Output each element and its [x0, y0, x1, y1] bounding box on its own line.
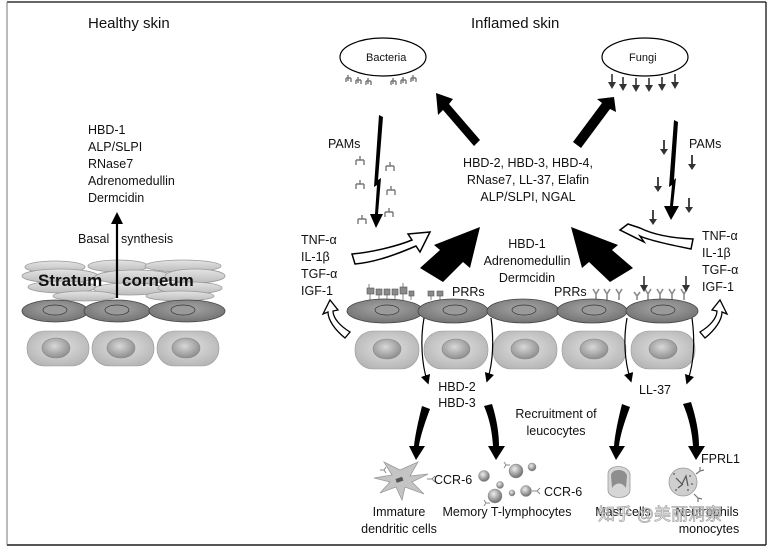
memory-t-lymphocytes-icon: [478, 461, 541, 507]
memory-t-label: Memory T-lymphocytes: [443, 505, 572, 519]
fungi-label: Fungi: [629, 52, 657, 64]
stratum-corneum-cells: [21, 259, 226, 302]
dendritic-cell-icon: [373, 461, 436, 502]
healthy-basal-layer: [26, 330, 220, 367]
prr-bound-pams: [640, 276, 690, 292]
induced-peptides-line: RNase7, LL-37, Elafin: [467, 173, 589, 187]
fungi-pams-lightning-arrow: [664, 120, 679, 220]
pams-label-left: PAMs: [328, 137, 360, 151]
cytokine-hollow-arrow-left: [351, 231, 432, 265]
inflamed-skin-panel: Inflamed skin Bacteria: [301, 15, 740, 536]
ccr6-label-memory: CCR-6: [544, 485, 582, 499]
cytokine-label: TNF-α: [702, 229, 738, 243]
recruitment-label: leucocytes: [526, 424, 585, 438]
prrs-label-right: PRRs: [554, 285, 587, 299]
autocrine-arrow-right: [699, 298, 729, 339]
cytokines-left: TNF-α IL-1β TGF-α IGF-1: [301, 233, 337, 298]
autocrine-arrow-left: [321, 298, 351, 339]
healthy-peptide: Adrenomedullin: [88, 174, 175, 188]
basal-label-left: Basal: [78, 232, 109, 246]
bacteria-label: Bacteria: [366, 52, 407, 64]
figure-frame: [6, 1, 767, 546]
pams-label-right: PAMs: [689, 137, 721, 151]
constitutive-peptides-line: Dermcidin: [499, 271, 555, 285]
arrow-to-memory-t: [484, 404, 505, 460]
monocytes-label: monocytes: [679, 522, 739, 536]
hbd-output-line: HBD-3: [438, 396, 476, 410]
cytokine-label: TGF-α: [702, 263, 738, 277]
bacteria-pam-receptors: [345, 75, 417, 85]
basal-synthesis-arrow: [111, 212, 123, 298]
wedge-arrow-left: [420, 227, 480, 282]
stratum-label-right: corneum: [122, 271, 194, 290]
cytokine-label: IL-1β: [702, 246, 731, 260]
arrow-to-mast: [609, 404, 630, 460]
bacteria-pams-lightning-arrow: [370, 115, 383, 228]
induced-peptides-line: ALP/SLPI, NGAL: [480, 190, 575, 204]
inflamed-granular-layer: [346, 298, 699, 324]
healthy-peptide: RNase7: [88, 157, 133, 171]
bacteria: [339, 37, 427, 85]
constitutive-peptides-line: HBD-1: [508, 237, 546, 251]
ccr6-label-dendritic: CCR-6: [434, 473, 472, 487]
cytokine-label: IL-1β: [301, 250, 330, 264]
arrow-to-dendritic: [409, 406, 430, 460]
neutrophils-label: Neutrophils: [675, 505, 738, 519]
watermark: 知乎 @美丽洞察: [598, 505, 722, 524]
arrow-to-fungi: [573, 97, 616, 148]
recruitment-label: Recruitment of: [515, 407, 597, 421]
bacteria-pam-glyphs: [355, 156, 396, 224]
healthy-granular-layer: [21, 299, 226, 323]
fungi-pam-glyphs: [649, 140, 696, 225]
fprl1-label: FPRL1: [701, 452, 740, 466]
neutrophil-icon: [668, 467, 705, 502]
arrow-to-neutrophils: [683, 402, 705, 460]
ll37-output: LL-37: [639, 383, 671, 397]
dendritic-cells-label: Immature: [373, 505, 426, 519]
healthy-peptide-list: HBD-1 ALP/SLPI RNase7 Adrenomedullin Der…: [88, 123, 175, 205]
prr-receptors-left: [366, 283, 444, 300]
healthy-peptide: ALP/SLPI: [88, 140, 142, 154]
mast-cells-label: Mast cells: [595, 505, 651, 519]
induced-peptides-line: HBD-2, HBD-3, HBD-4,: [463, 156, 593, 170]
healthy-peptide: HBD-1: [88, 123, 126, 137]
healthy-skin-panel: Healthy skin HBD-1 ALP/SLPI RNase7 Adren…: [21, 15, 226, 367]
wedge-arrow-right: [571, 227, 633, 282]
inflamed-skin-title: Inflamed skin: [471, 15, 559, 32]
cytokines-right: TNF-α IL-1β TGF-α IGF-1: [702, 229, 738, 294]
inflamed-basal-layer: [354, 330, 696, 370]
cytokine-label: TNF-α: [301, 233, 337, 247]
dendritic-cells-label: dendritic cells: [361, 522, 437, 536]
cytokine-hollow-arrow-right: [618, 223, 694, 250]
secretion-arrows: [420, 317, 695, 385]
fungi: [601, 37, 689, 92]
healthy-skin-title: Healthy skin: [88, 15, 170, 32]
prr-receptors-right: [592, 288, 688, 300]
constitutive-peptides-line: Adrenomedullin: [484, 254, 571, 268]
fungi-pam-arrows: [608, 74, 679, 92]
basal-label-right: synthesis: [121, 232, 173, 246]
cytokine-label: IGF-1: [702, 280, 734, 294]
hbd-output-line: HBD-2: [438, 380, 476, 394]
stratum-label-left: Stratum: [38, 271, 102, 290]
arrow-to-bacteria: [436, 93, 480, 146]
cytokine-label: TGF-α: [301, 267, 337, 281]
prrs-label-left: PRRs: [452, 285, 485, 299]
healthy-peptide: Dermcidin: [88, 191, 144, 205]
cytokine-label: IGF-1: [301, 284, 333, 298]
mast-cell-icon: [607, 466, 631, 498]
